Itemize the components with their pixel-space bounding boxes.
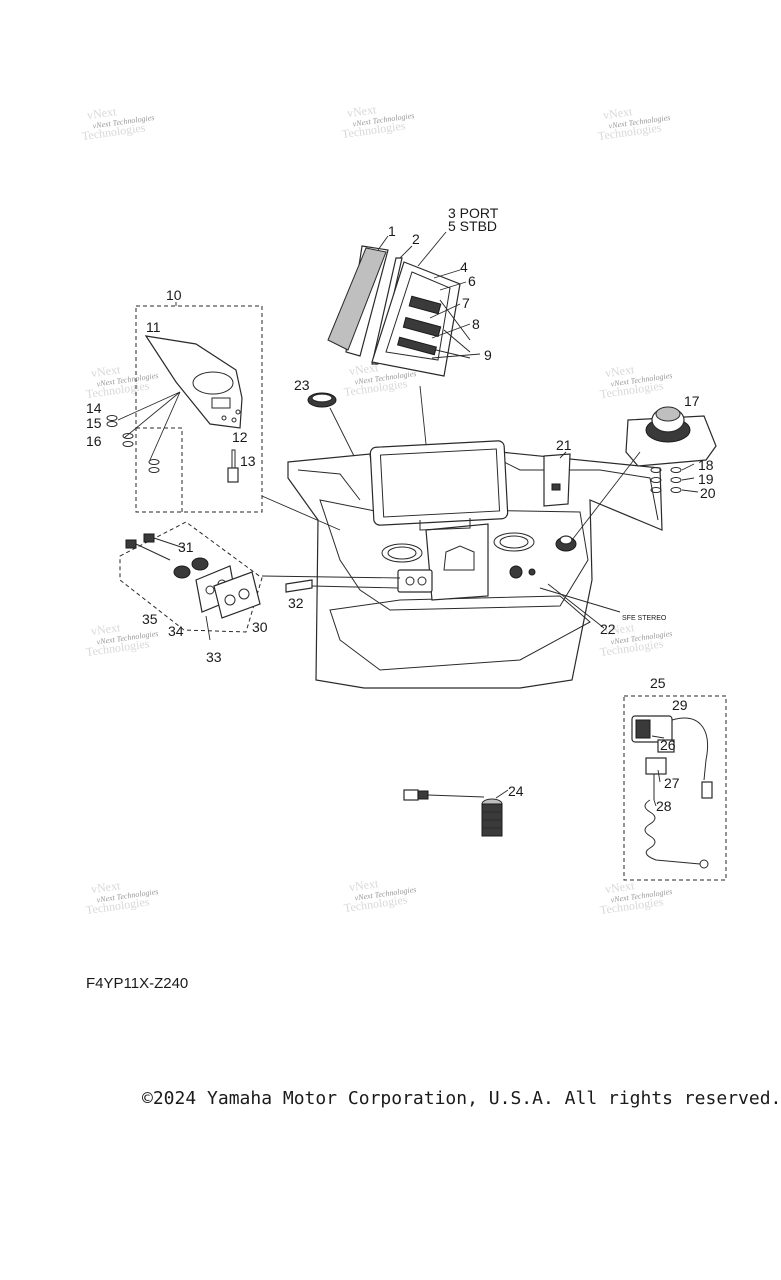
callout-33: 33 [206,649,222,665]
callout-2: 2 [412,231,420,247]
part-1-lens [327,247,387,351]
lanyard-assembly [631,715,713,869]
svg-text:vNext: vNext [348,360,380,378]
svg-text:vNext: vNext [90,878,122,896]
callout-17: 17 [684,393,700,409]
svg-text:Technologies: Technologies [343,376,408,399]
callout-20: 20 [700,485,716,501]
main-display-screen [261,385,509,531]
display-module-assembly [327,245,471,377]
callout-31: 31 [178,539,194,555]
callout-35: 35 [142,611,158,627]
callout-1: 1 [388,223,396,239]
svg-text:vNext: vNext [602,104,634,122]
callout-4: 4 [460,259,468,275]
callout-6: 6 [468,273,476,289]
part-21-mount [543,453,571,507]
callout-8: 8 [472,316,480,332]
part-17-joystick [555,406,717,552]
callout-25: 25 [650,675,666,691]
kit-10-box [135,305,263,513]
display-housing [371,261,461,377]
callout-22: 22 [600,621,616,637]
svg-text:Technologies: Technologies [85,894,150,917]
callout-5-stbd: 5 STBD [448,218,497,234]
callout-23: 23 [294,377,310,393]
part-30-gasket [213,571,261,619]
callout-19: 19 [698,471,714,487]
watermark: vNext vNext Technologies Technologies [599,878,673,917]
callout-28: 28 [656,798,672,814]
callout-29: 29 [672,697,688,713]
callout-labels: 1 2 3 PORT 5 STBD 4 6 7 8 9 10 11 12 13 … [86,205,716,814]
callout-14: 14 [86,400,102,416]
callout-32: 32 [288,595,304,611]
callout-26: 26 [660,737,676,753]
svg-text:Technologies: Technologies [341,118,406,141]
watermark: vNext vNext Technologies Technologies [341,102,415,141]
leader-lines [175,231,699,807]
part-24-connector [403,789,509,837]
svg-text:Technologies: Technologies [85,378,150,401]
part-23-switch [307,392,361,469]
svg-text:vNext: vNext [604,620,636,638]
callout-10: 10 [166,287,182,303]
svg-text:Technologies: Technologies [597,120,662,143]
callout-34: 34 [168,623,184,639]
svg-text:vNext: vNext [90,362,122,380]
svg-text:Technologies: Technologies [599,636,664,659]
callout-12: 12 [232,429,248,445]
svg-text:Technologies: Technologies [343,892,408,915]
watermark: vNext vNext Technologies Technologies [599,362,673,401]
svg-text:vNext: vNext [90,620,122,638]
kit-25-box [623,695,727,881]
watermark: vNext vNext Technologies Technologies [85,878,159,917]
diagram-code: F4YP11X-Z240 [86,975,189,992]
svg-text:vNext: vNext [346,102,378,120]
watermark: vNext vNext Technologies Technologies [85,362,159,401]
svg-text:vNext: vNext [86,104,118,122]
callout-3-port: 3 PORT [448,205,499,221]
callout-9: 9 [484,347,492,363]
callout-15: 15 [86,415,102,431]
svg-text:vNext: vNext [348,876,380,894]
callout-7: 7 [462,295,470,311]
copyright-notice: ©2024 Yamaha Motor Corporation, U.S.A. A… [142,1088,781,1109]
svg-text:Technologies: Technologies [81,120,146,143]
callout-16: 16 [86,433,102,449]
callout-21: 21 [556,437,572,453]
part-32-label [285,579,313,593]
usb-assembly [125,533,401,641]
callout-18: 18 [698,457,714,473]
svg-text:Technologies: Technologies [599,894,664,917]
bracket-assembly [106,335,243,512]
svg-text:Technologies: Technologies [85,636,150,659]
callout-13: 13 [240,453,256,469]
part-11-bracket [144,335,243,429]
sfe-stereo-note: SFE STEREO [622,615,667,622]
callout-24: 24 [508,783,524,799]
watermark: vNext vNext Technologies Technologies [343,876,417,915]
svg-text:Technologies: Technologies [599,378,664,401]
kit-usb-box [119,521,263,633]
watermark: vNext vNext Technologies Technologies [597,104,671,143]
svg-text:vNext: vNext [604,362,636,380]
svg-text:vNext: vNext [604,878,636,896]
callout-27: 27 [664,775,680,791]
callout-11: 11 [146,319,161,335]
callout-30: 30 [252,619,268,635]
watermark: vNext vNext Technologies Technologies [81,104,155,143]
